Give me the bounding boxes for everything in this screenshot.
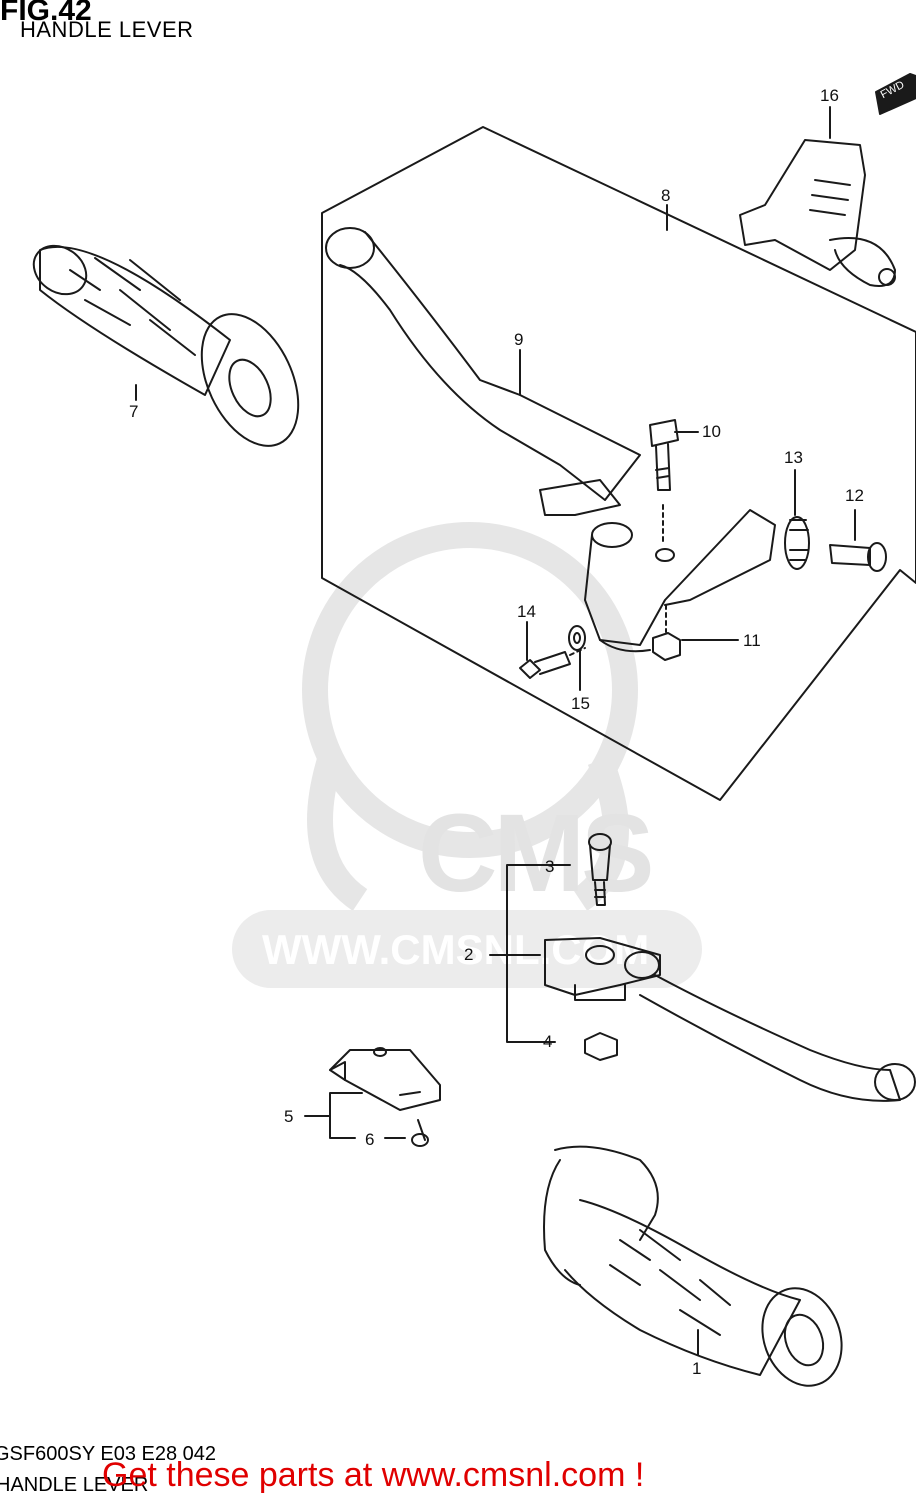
callout-13: 13 — [784, 448, 803, 467]
callout-15: 15 — [571, 694, 590, 713]
callout-16: 16 — [820, 86, 839, 105]
callout-5: 5 — [284, 1107, 294, 1126]
footer-model-code: GSF600SY E03 E28 042 — [0, 1443, 217, 1465]
brake-light-switch — [329, 1047, 441, 1111]
figure-label: FIG.42 — [0, 0, 92, 27]
brake-lever — [544, 937, 916, 1102]
callout-6: 6 — [365, 1130, 375, 1149]
callout-3: 3 — [545, 857, 555, 876]
adjuster-knob — [784, 516, 810, 570]
watermark-mascot — [302, 522, 638, 911]
watermark-url-pill — [232, 910, 702, 988]
callout-2: 2 — [464, 945, 474, 964]
lever-guard — [739, 139, 896, 287]
washer — [568, 625, 586, 651]
leader-lines — [135, 106, 856, 1356]
page-subtitle: HANDLE LEVER — [20, 17, 194, 42]
brake-pivot-bolt — [588, 833, 612, 906]
callout-1: 1 — [692, 1359, 702, 1378]
callout-9: 9 — [514, 330, 524, 349]
callout-12: 12 — [845, 486, 864, 505]
callout-14: 14 — [517, 602, 536, 621]
callout-4: 4 — [543, 1032, 553, 1051]
pivot-nut — [584, 1032, 618, 1061]
assembly-box — [321, 126, 916, 801]
adjuster-screw — [829, 542, 887, 572]
callout-7: 7 — [129, 402, 139, 421]
throttle-grip — [543, 1145, 843, 1387]
watermark-url: WWW.CMSNL.COM — [262, 926, 650, 973]
switch-screw — [411, 1119, 429, 1147]
callout-11: 11 — [743, 631, 761, 650]
lock-nut — [652, 604, 681, 661]
bracket-bolt — [519, 647, 586, 679]
lever-holder — [539, 479, 776, 653]
clutch-lever — [325, 227, 641, 501]
parts-link-banner[interactable]: Get these parts at www.cmsnl.com ! — [102, 1456, 645, 1494]
callout-bracket-2-3-4 — [489, 864, 571, 1043]
watermark-brand: CMS — [418, 792, 654, 915]
grip-left — [32, 244, 300, 447]
fwd-badge — [875, 73, 916, 115]
footer-subtitle: HANDLE LEVER — [0, 1474, 149, 1496]
callout-bracket-5-6 — [304, 1092, 406, 1139]
callout-10: 10 — [702, 422, 721, 441]
pivot-bolt — [649, 419, 679, 546]
callout-8: 8 — [661, 186, 671, 205]
